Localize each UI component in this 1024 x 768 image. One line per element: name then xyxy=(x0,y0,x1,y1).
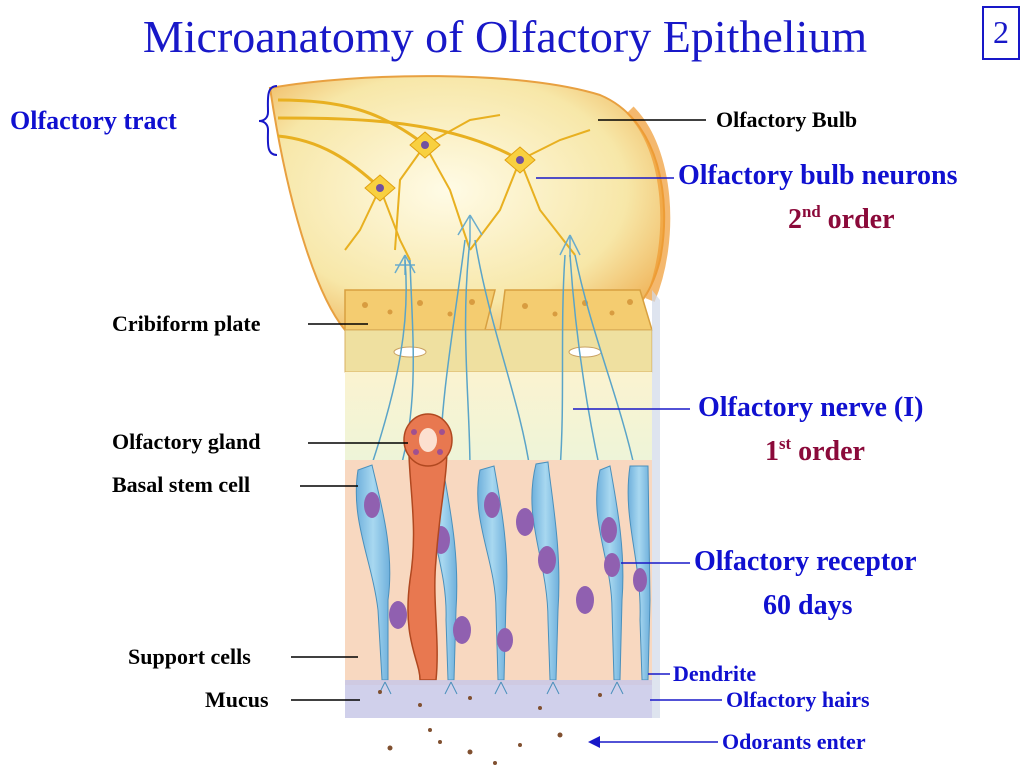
bulb-neuron-cells xyxy=(344,114,591,261)
arrow-head-icon xyxy=(588,736,600,748)
label-bulb-neuron-order: 2nd order xyxy=(788,203,895,235)
label-receptor-lifespan: 60 days xyxy=(763,590,853,621)
label-olfactory-receptor: Olfactory receptor xyxy=(694,546,917,577)
label-odorants-enter: Odorants enter xyxy=(722,729,866,754)
order-suffix: st xyxy=(779,434,792,453)
epithelium-layer xyxy=(345,290,660,718)
label-olfactory-tract: Olfactory tract xyxy=(10,106,177,135)
olfactory-tract-axons xyxy=(277,98,521,190)
olfactory-nerve-axons xyxy=(369,239,636,471)
slide-title: Microanatomy of Olfactory Epithelium xyxy=(142,11,868,62)
label-basal-stem-cell: Basal stem cell xyxy=(112,472,251,497)
label-support-cells: Support cells xyxy=(128,644,251,669)
label-olfactory-gland: Olfactory gland xyxy=(112,429,261,454)
page-number: 2 xyxy=(982,6,1020,60)
label-olfactory-bulb: Olfactory Bulb xyxy=(716,107,858,132)
order-suffix: nd xyxy=(802,202,821,221)
lamina-propria xyxy=(345,372,652,460)
leader-lines xyxy=(291,119,722,743)
label-dendrite: Dendrite xyxy=(673,661,757,686)
label-cribiform-plate: Cribiform plate xyxy=(112,311,261,336)
label-olfactory-bulb-neurons: Olfactory bulb neurons xyxy=(678,160,958,191)
label-mucus: Mucus xyxy=(205,687,269,712)
label-olfactory-nerve: Olfactory nerve (I) xyxy=(698,392,924,423)
odorant-particles xyxy=(378,690,602,765)
label-nerve-order: 1st order xyxy=(765,435,865,467)
tract-brace xyxy=(258,85,278,156)
olfactory-bulb-shape xyxy=(268,75,671,331)
order-number: 2 xyxy=(788,204,802,235)
label-olfactory-hairs: Olfactory hairs xyxy=(726,687,870,712)
order-word: order xyxy=(798,436,865,467)
order-number: 1 xyxy=(765,436,779,467)
order-word: order xyxy=(827,204,895,235)
